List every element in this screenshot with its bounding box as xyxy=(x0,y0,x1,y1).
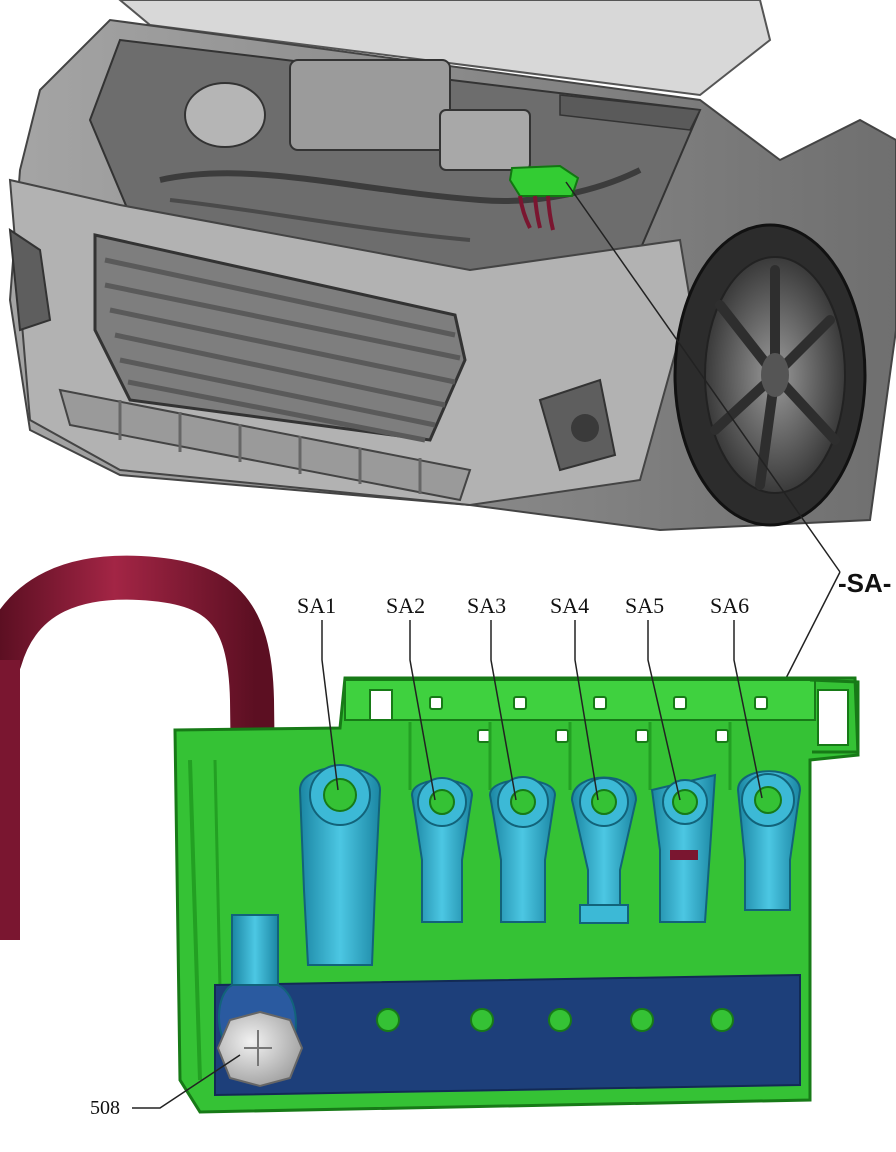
engine-cover xyxy=(289,59,451,151)
terminal-cables xyxy=(308,900,793,1152)
main-cable xyxy=(0,555,277,962)
label-sa5: SA5 xyxy=(625,593,664,618)
terminal-sa3 xyxy=(488,776,557,923)
car-hood xyxy=(118,0,772,97)
cowl-grille xyxy=(559,94,702,131)
label-sa3: SA3 xyxy=(467,593,506,618)
label-sa4: SA4 xyxy=(550,593,589,618)
label-sa6: SA6 xyxy=(710,593,749,618)
part-number-leader xyxy=(132,1054,241,1109)
grille-slats xyxy=(104,257,461,443)
coolant-reservoir xyxy=(184,82,266,148)
left-fog-light xyxy=(8,227,52,332)
label-leaders xyxy=(321,620,763,801)
leader-line-car xyxy=(565,181,841,573)
terminal-sa6 xyxy=(736,770,802,911)
label-sa2: SA2 xyxy=(386,593,425,618)
label-sa1: SA1 xyxy=(297,593,336,618)
fuse-box-location xyxy=(508,164,580,231)
housing-slots xyxy=(369,689,768,743)
terminal-sa5 xyxy=(650,773,717,923)
leader-line-detail xyxy=(779,571,841,691)
engine-harness xyxy=(159,167,642,204)
housing-right-bracket xyxy=(809,678,860,754)
car-front-illustration xyxy=(8,0,896,532)
part-number-label: 508 xyxy=(90,1097,120,1119)
front-wheel xyxy=(673,223,867,527)
terminal-sa2 xyxy=(410,777,474,923)
lower-intake xyxy=(58,388,472,502)
bolt-nut-icon xyxy=(216,1010,304,1088)
terminal-labels: SA1 SA2 SA3 SA4 SA5 SA6 xyxy=(297,593,749,618)
terminal-sa4 xyxy=(570,776,638,924)
callout-label: -SA- xyxy=(838,568,891,598)
air-filter-box xyxy=(439,109,531,171)
engine-harness-2 xyxy=(169,198,471,242)
fuse-box-detail xyxy=(0,555,860,1152)
terminal-sa1 xyxy=(298,764,382,966)
